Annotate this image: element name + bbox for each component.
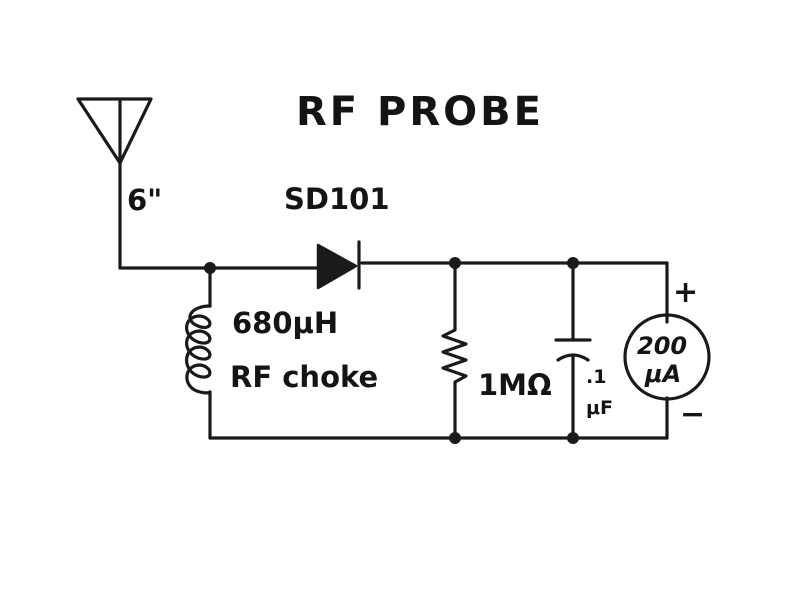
resistor-value-label: 1MΩ	[478, 368, 552, 402]
diode-label: SD101	[284, 182, 390, 216]
inductor-coil-symbol	[185, 304, 212, 395]
meter-plus-sign: +	[673, 275, 698, 310]
junction-dot	[449, 432, 461, 444]
antenna-symbol	[76, 97, 153, 270]
capacitor-value-top: .1	[586, 366, 606, 388]
choke-value-label: 680μH	[232, 306, 338, 340]
junction-dot	[204, 262, 216, 274]
choke-name-label: RF choke	[230, 360, 378, 394]
resistor-symbol	[441, 261, 468, 440]
capacitor-symbol	[554, 261, 592, 440]
diode-symbol	[316, 240, 361, 290]
meter-minus-sign: −	[680, 397, 705, 432]
capacitor-value-bottom: μF	[586, 397, 613, 419]
meter-range-number: 200	[637, 332, 687, 360]
ammeter-symbol	[623, 261, 711, 440]
junction-dot	[449, 257, 461, 269]
diagram-title: RF PROBE	[296, 89, 544, 135]
meter-range-unit: μA	[644, 360, 681, 388]
junction-dot	[567, 257, 579, 269]
antenna-length-label: 6"	[127, 183, 162, 217]
junction-dot	[567, 432, 579, 444]
